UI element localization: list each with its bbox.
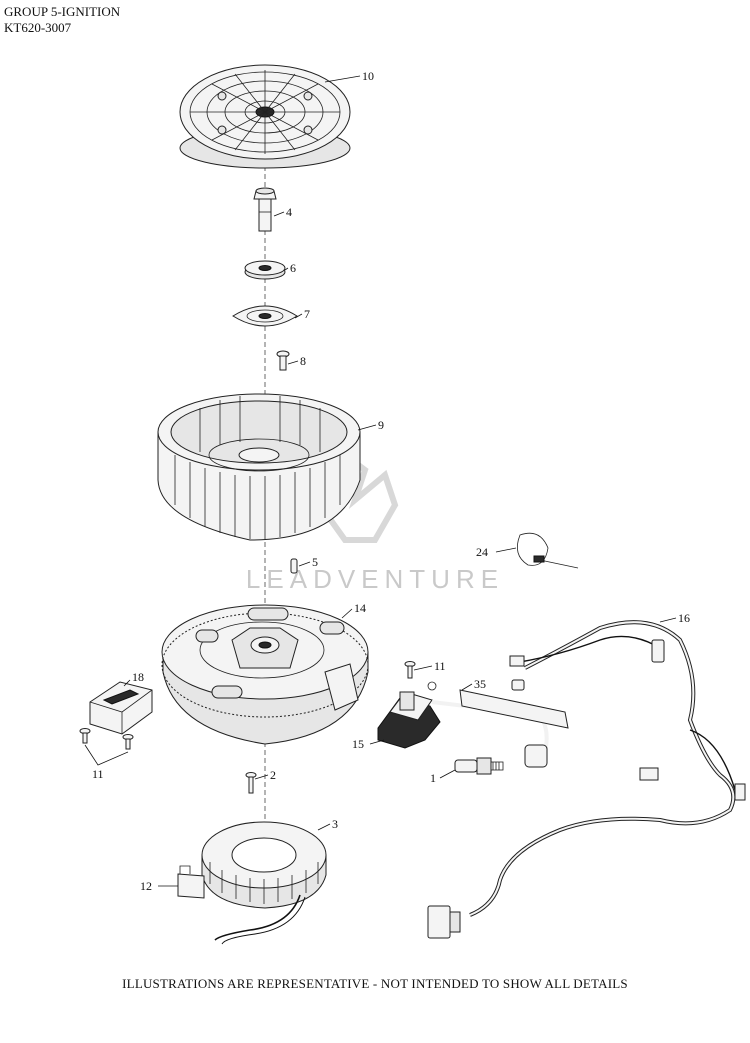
callout-24: 24 bbox=[476, 545, 488, 559]
callout-15: 15 bbox=[352, 737, 364, 751]
part-6-washer bbox=[244, 260, 286, 280]
callout-18: 18 bbox=[132, 670, 144, 684]
callout-6: 6 bbox=[290, 261, 296, 275]
callout-9: 9 bbox=[378, 418, 384, 432]
leader-5 bbox=[298, 561, 311, 567]
callout-12: 12 bbox=[140, 879, 152, 893]
part-2-screw bbox=[245, 772, 257, 794]
part-14-flywheel bbox=[161, 604, 369, 745]
part-16-wiring-harness bbox=[427, 620, 746, 939]
callout-8: 8 bbox=[300, 354, 306, 368]
group-title: GROUP 5-IGNITION bbox=[4, 4, 121, 19]
part-4-bolt bbox=[253, 187, 277, 232]
leader-11-coil bbox=[413, 665, 433, 671]
leader-7 bbox=[294, 313, 303, 319]
callout-2: 2 bbox=[270, 768, 276, 782]
part-11-bolt-coil bbox=[404, 661, 416, 679]
callout-16: 16 bbox=[678, 611, 690, 625]
part-18-module bbox=[89, 681, 153, 735]
leader-2 bbox=[254, 774, 269, 780]
part-15-ignition-coil bbox=[377, 691, 441, 749]
part-10-grille bbox=[179, 64, 351, 169]
part-1-spark-plug bbox=[454, 757, 504, 775]
callout-10: 10 bbox=[362, 69, 374, 83]
part-12-bracket bbox=[177, 865, 205, 899]
part-3-stator bbox=[201, 821, 327, 945]
watermark-text: LEADVENTURE bbox=[246, 564, 504, 594]
leader-6 bbox=[284, 267, 289, 271]
page-header: GROUP 5-IGNITION KT620-3007 bbox=[4, 4, 120, 36]
part-35-spark-plug-lead bbox=[427, 681, 569, 768]
leader-11-module bbox=[84, 744, 129, 766]
page-footer-note: ILLUSTRATIONS ARE REPRESENTATIVE - NOT I… bbox=[122, 976, 628, 991]
leader-24 bbox=[495, 547, 517, 553]
leader-8 bbox=[287, 360, 299, 365]
leader-4 bbox=[273, 211, 285, 217]
leader-35 bbox=[461, 683, 473, 691]
leader-10 bbox=[324, 75, 361, 83]
part-24-cable-tie bbox=[516, 532, 579, 569]
callout-4: 4 bbox=[286, 205, 292, 219]
callout-1: 1 bbox=[430, 771, 436, 785]
callout-5: 5 bbox=[312, 555, 318, 569]
leader-15 bbox=[369, 739, 385, 745]
part-9-fan bbox=[157, 393, 361, 541]
leader-9 bbox=[357, 424, 377, 431]
leader-3 bbox=[317, 823, 331, 831]
leader-16 bbox=[659, 617, 677, 623]
leader-1 bbox=[439, 769, 456, 779]
part-8-screw bbox=[276, 350, 290, 371]
part-5-pin bbox=[290, 558, 298, 574]
part-11-bolts-module bbox=[79, 728, 134, 750]
callout-7: 7 bbox=[304, 307, 310, 321]
leader-14 bbox=[341, 608, 353, 619]
callout-3: 3 bbox=[332, 817, 338, 831]
callout-11-coil: 11 bbox=[434, 659, 446, 673]
callout-14: 14 bbox=[354, 601, 366, 615]
part-7-plate bbox=[232, 305, 298, 327]
model-code: KT620-3007 bbox=[4, 20, 72, 35]
callout-35: 35 bbox=[474, 677, 486, 691]
callout-11-module: 11 bbox=[92, 767, 104, 781]
leader-18 bbox=[123, 679, 131, 687]
